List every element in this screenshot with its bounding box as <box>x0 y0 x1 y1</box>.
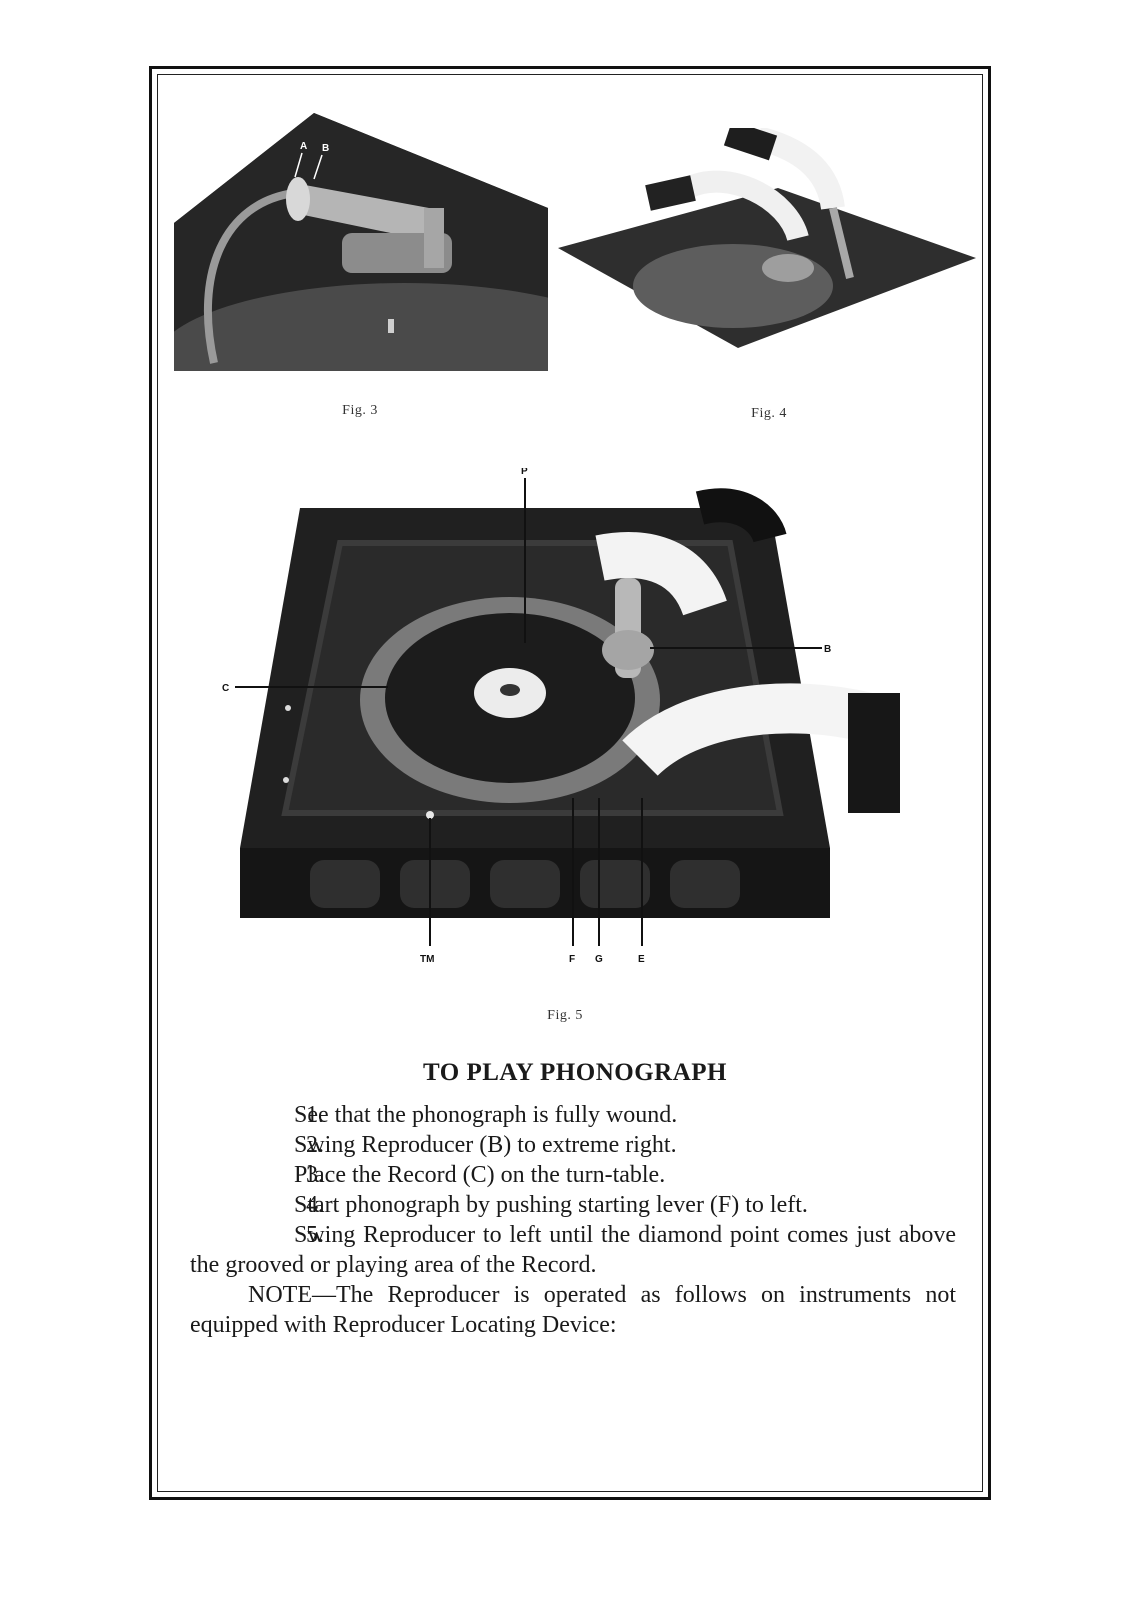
callout-b: B <box>322 143 329 154</box>
step-number: 4. <box>306 1192 324 1218</box>
step-text: Start phonograph by pushing starting lev… <box>294 1192 808 1218</box>
step-number: 1. <box>306 1102 324 1128</box>
callout-b: B <box>824 644 831 655</box>
step-text: See that the phonograph is fully wound. <box>294 1102 678 1128</box>
callout-p: P <box>521 468 528 477</box>
page-border-outer <box>149 66 991 1500</box>
step-4: 4.Start phonograph by pushing starting l… <box>190 1190 956 1220</box>
callout-a: A <box>300 141 307 152</box>
callout-g: G <box>595 954 603 965</box>
step-5: 5.Swing Reproducer to left until the dia… <box>190 1220 956 1280</box>
callout-f: F <box>569 954 575 965</box>
page-border-inner <box>157 74 983 1492</box>
step-2: 2.Swing Reproducer (B) to extreme right. <box>190 1130 956 1160</box>
step-text: Swing Reproducer to left until the diamo… <box>190 1222 956 1278</box>
step-number: 5. <box>306 1222 324 1248</box>
figure-3-callouts: A B <box>294 141 329 180</box>
step-3: 3.Place the Record (C) on the turn-table… <box>190 1160 956 1190</box>
figure-3-photo: A B <box>174 113 548 371</box>
section-heading: TO PLAY PHONOGRAPH <box>423 1059 727 1086</box>
figure-4-photo <box>558 128 976 348</box>
step-number: 2. <box>306 1132 324 1158</box>
callout-tm: TM <box>420 954 434 965</box>
step-text: Swing Reproducer (B) to extreme right. <box>294 1132 677 1158</box>
figure-5-callouts: P B C TM F G E <box>222 468 831 965</box>
instructions-body: 1.See that the phonograph is fully wound… <box>190 1100 956 1340</box>
figure-3-caption: Fig. 3 <box>342 403 378 418</box>
figure-5-caption: Fig. 5 <box>547 1008 583 1023</box>
callout-c: C <box>222 683 229 694</box>
callout-e: E <box>638 954 645 965</box>
figure-5-callout-lines <box>235 478 822 946</box>
figure-4-caption: Fig. 4 <box>751 406 787 421</box>
figure-5-photo: P B C TM F G E <box>210 468 930 974</box>
step-number: 3. <box>306 1162 324 1188</box>
step-1: 1.See that the phonograph is fully wound… <box>190 1100 956 1130</box>
note-paragraph: NOTE—The Reproducer is operated as follo… <box>190 1282 956 1338</box>
step-text: Place the Record (C) on the turn-table. <box>294 1162 666 1188</box>
